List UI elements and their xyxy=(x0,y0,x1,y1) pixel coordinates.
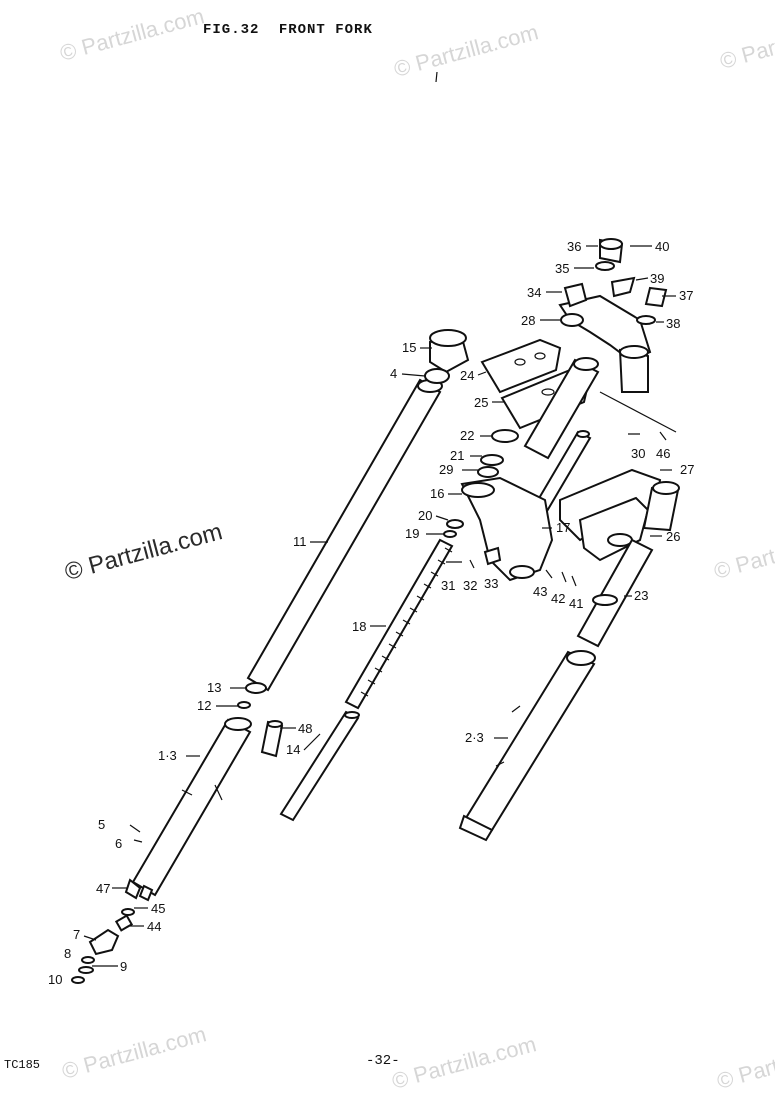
callout-31: 31 xyxy=(441,578,455,593)
callout-39: 39 xyxy=(650,271,664,286)
callout-37: 37 xyxy=(679,288,693,303)
left-outer-tube xyxy=(124,717,252,902)
callout-10: 10 xyxy=(48,972,62,987)
drain-parts xyxy=(71,824,143,984)
left-dust-seal xyxy=(429,329,470,374)
callout-18: 18 xyxy=(352,619,366,634)
right-inner-tube xyxy=(576,538,654,648)
callout-43: 43 xyxy=(533,584,547,599)
damper-rod xyxy=(279,710,360,822)
callout-6: 6 xyxy=(115,836,122,851)
left-ring xyxy=(424,368,450,384)
callout-27: 27 xyxy=(680,462,694,477)
callout-44: 44 xyxy=(147,919,161,934)
callout-23: 23 xyxy=(634,588,648,603)
callout-24: 24 xyxy=(460,368,474,383)
model-code: TC185 xyxy=(4,1058,41,1072)
stray-mark xyxy=(435,71,438,83)
callout-46: 46 xyxy=(656,446,670,461)
upper-bracket xyxy=(558,238,677,433)
page-number: -32- xyxy=(366,1053,400,1069)
small-bolts xyxy=(446,431,667,587)
callout-21: 21 xyxy=(450,448,464,463)
callout-2-3: 2·3 xyxy=(465,730,484,745)
callout-1-3: 1·3 xyxy=(158,748,177,763)
callout-22: 22 xyxy=(460,428,474,443)
callout-19: 19 xyxy=(405,526,419,541)
figure-number: FIG.32 xyxy=(203,22,260,38)
left-tube-seal xyxy=(237,682,267,709)
figure-title: FIG.32 FRONT FORK xyxy=(203,22,383,38)
callout-28: 28 xyxy=(521,313,535,328)
collar-48 xyxy=(260,720,284,758)
callout-41: 41 xyxy=(569,596,583,611)
callout-36: 36 xyxy=(567,239,581,254)
fork-spring xyxy=(344,519,464,710)
figure-name: FRONT FORK xyxy=(278,22,373,38)
callout-17: 17 xyxy=(556,520,570,535)
right-outer-tube xyxy=(458,650,596,842)
callout-32: 32 xyxy=(463,578,477,593)
callout-33: 33 xyxy=(484,576,498,591)
callout-26: 26 xyxy=(666,529,680,544)
callout-12: 12 xyxy=(197,698,211,713)
callout-47: 47 xyxy=(96,881,110,896)
callout-45: 45 xyxy=(151,901,165,916)
callout-16: 16 xyxy=(430,486,444,501)
callout-11: 11 xyxy=(293,534,307,549)
callout-labels: 36 40 35 39 34 37 28 38 15 24 4 25 22 30… xyxy=(48,239,694,987)
lower-bracket xyxy=(460,476,554,582)
callout-13: 13 xyxy=(207,680,221,695)
callout-34: 34 xyxy=(527,285,541,300)
callout-40: 40 xyxy=(655,239,669,254)
callout-9: 9 xyxy=(120,959,127,974)
callout-48: 48 xyxy=(298,721,312,736)
callout-14: 14 xyxy=(286,742,300,757)
callout-20: 20 xyxy=(418,508,432,523)
callout-42: 42 xyxy=(551,591,565,606)
callout-5: 5 xyxy=(98,817,105,832)
callout-38: 38 xyxy=(666,316,680,331)
callout-15: 15 xyxy=(402,340,416,355)
leader-lines xyxy=(83,245,676,967)
callout-35: 35 xyxy=(555,261,569,276)
right-upper-bracket xyxy=(559,468,680,562)
callout-7: 7 xyxy=(73,927,80,942)
callout-4: 4 xyxy=(390,366,397,381)
callout-8: 8 xyxy=(64,946,71,961)
callout-25: 25 xyxy=(474,395,488,410)
headlight-bracket-24 xyxy=(480,338,562,394)
callout-29: 29 xyxy=(439,462,453,477)
stem-bearings xyxy=(477,429,519,478)
callout-30: 30 xyxy=(631,446,645,461)
